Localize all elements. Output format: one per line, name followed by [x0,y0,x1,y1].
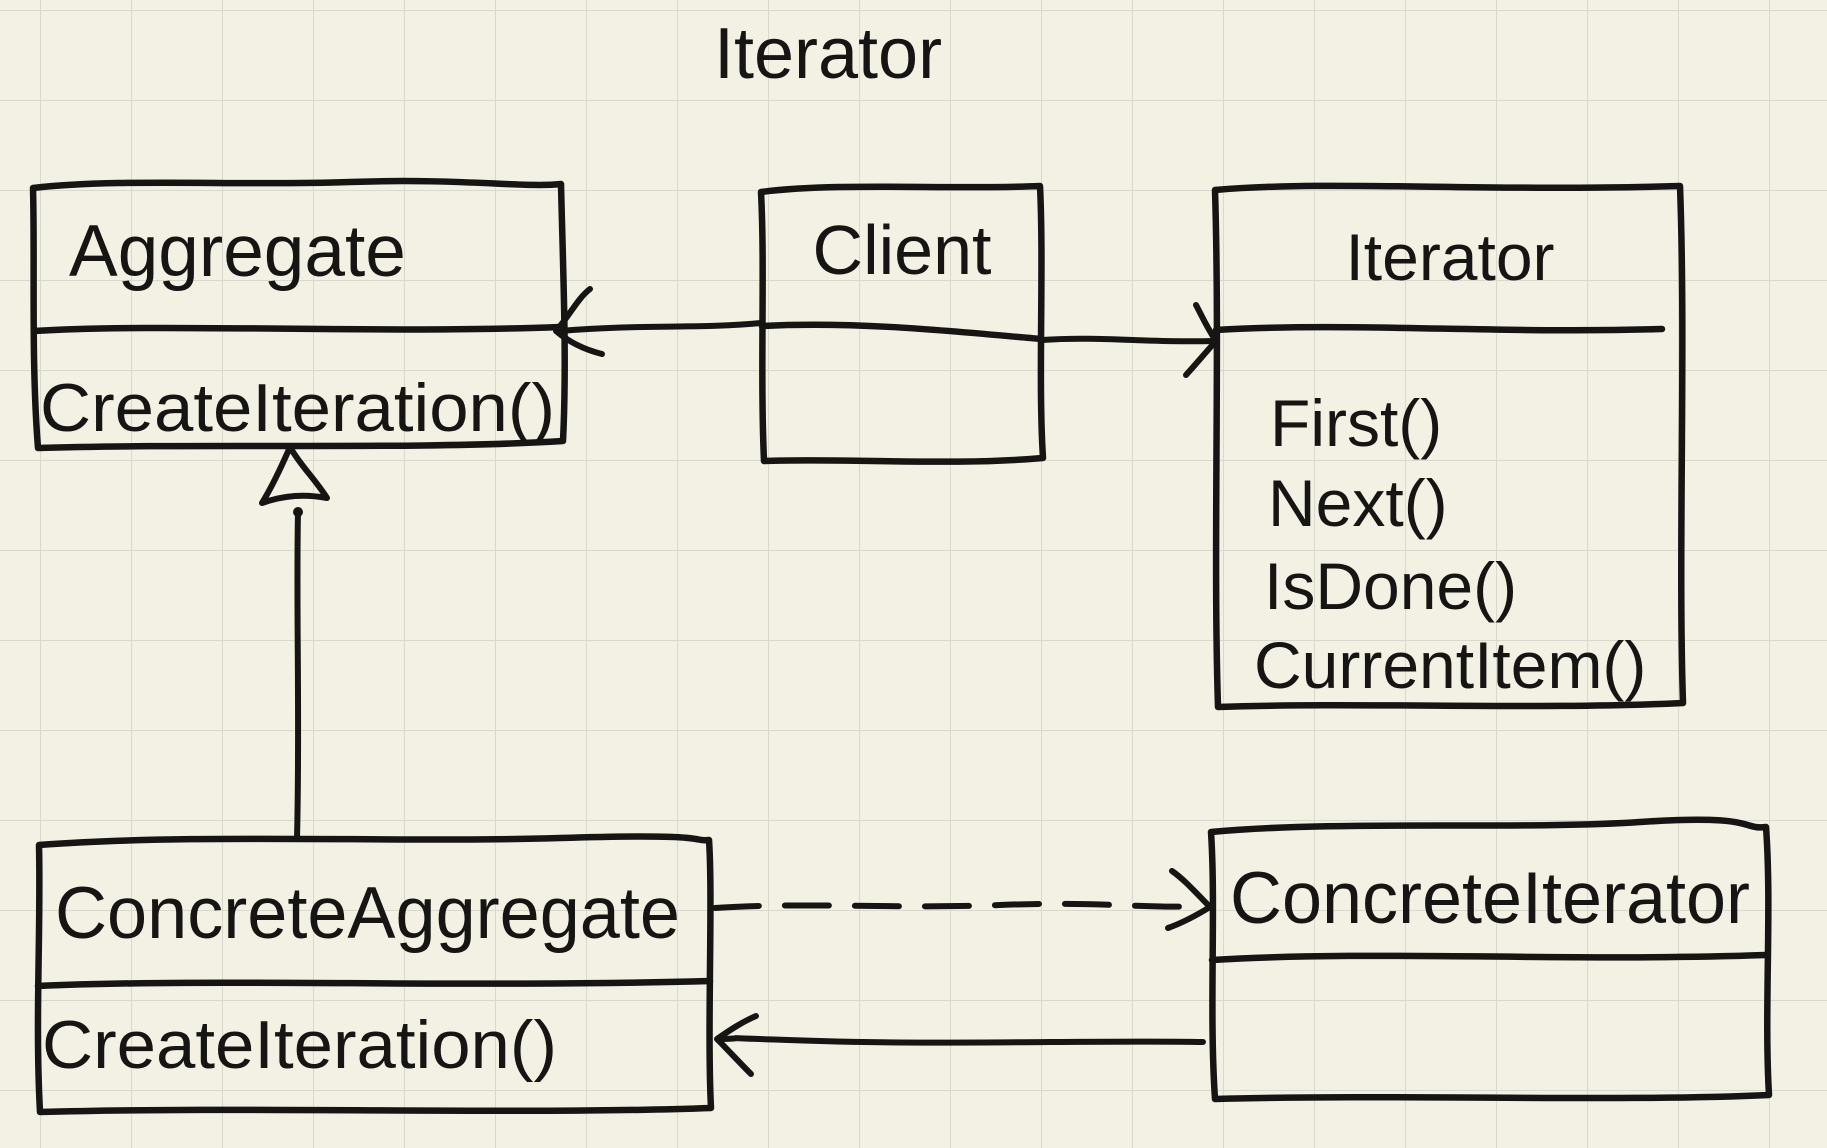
class-method: Next() [1268,466,1448,540]
association-concrete-iterator-to-concrete-aggregate [714,1013,1206,1077]
class-box-outline [34,833,715,1116]
class-method: CurrentItem() [1254,628,1646,702]
class-box-divider [1212,323,1666,334]
hollow-triangle-arrowhead [259,444,330,506]
association-line [719,1035,1206,1046]
arrowhead-left [553,286,605,357]
arrowhead-left [714,1013,759,1077]
class-box-concrete-aggregate: ConcreteAggregate CreateIteration() [34,833,715,1116]
class-box-outline [29,177,568,452]
inheritance-concrete-aggregate-to-aggregate [259,444,330,841]
line-start-dot [293,507,303,517]
class-name: ConcreteIterator [1230,858,1750,939]
class-box-concrete-iterator: ConcreteIterator [1207,816,1773,1103]
class-method: CreateIteration() [42,1007,557,1083]
class-name: Client [813,211,992,289]
arrowhead-right [1183,302,1219,378]
class-box-outline [757,182,1047,465]
association-line [557,320,764,334]
inheritance-line [294,509,302,841]
class-method: First() [1270,386,1442,460]
class-box-outline [1207,816,1773,1103]
class-box-divider [30,323,564,335]
class-name: ConcreteAggregate [55,873,680,954]
dashed-line [712,900,1203,911]
class-name: Aggregate [69,211,406,292]
association-line [1039,335,1216,345]
class-method: IsDone() [1264,549,1517,623]
diagram-title: Iterator [714,14,942,94]
class-box-divider [34,977,714,990]
class-method: CreateIteration() [40,370,555,446]
association-client-to-iterator [1039,302,1219,378]
association-client-to-aggregate [553,286,764,357]
arrowhead-right [1165,868,1213,931]
class-box-aggregate: Aggregate CreateIteration() [29,177,568,452]
class-box-divider [758,321,1045,343]
class-box-divider [1208,951,1770,964]
class-name: Iterator [1345,220,1554,294]
class-box-outline [1211,182,1687,711]
class-box-iterator: Iterator First() Next() IsDone() Current… [1211,182,1687,711]
dependency-concrete-aggregate-to-concrete-iterator [712,868,1213,931]
class-box-client: Client [757,182,1047,465]
